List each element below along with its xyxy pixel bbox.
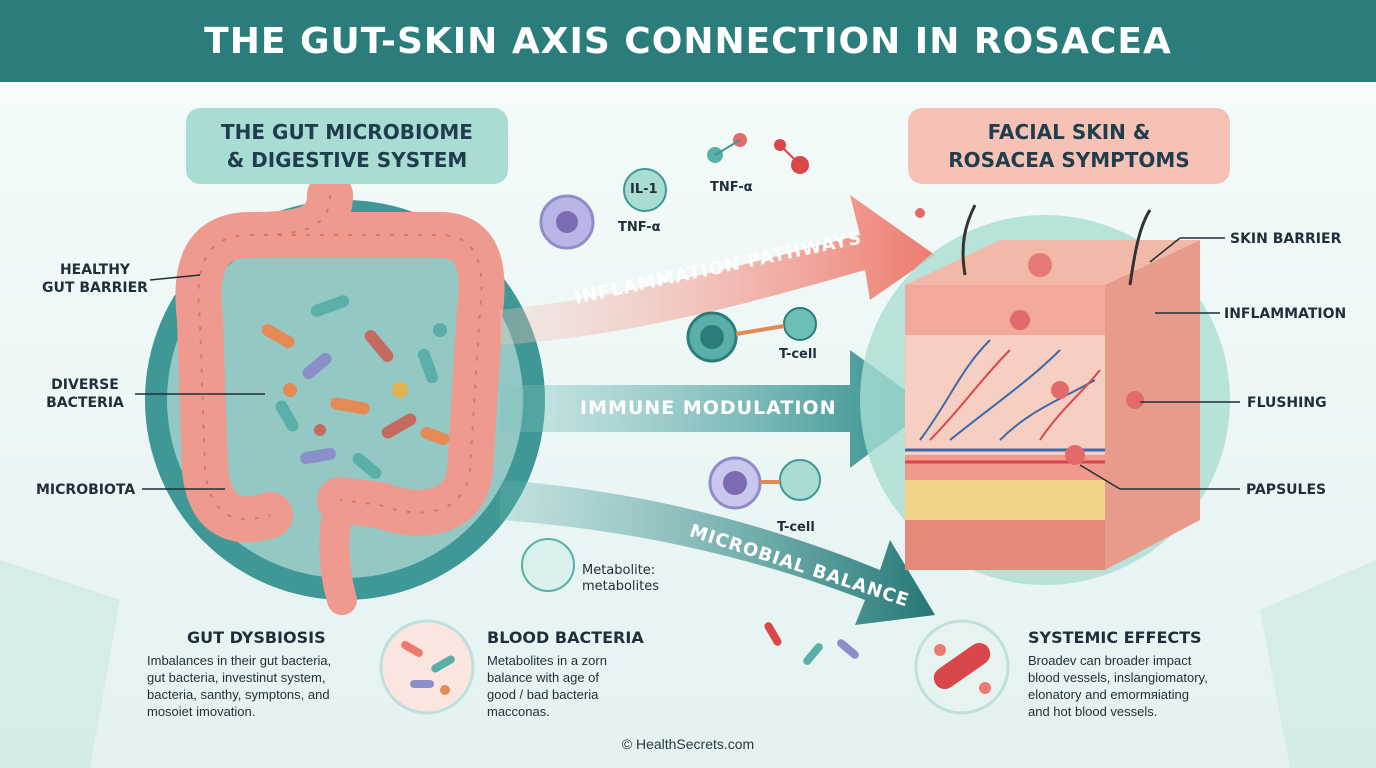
- page-title: THE GUT-SKIN AXIS CONNECTION IN ROSACEA: [204, 20, 1172, 62]
- label-papsules: PAPSULES: [1246, 482, 1327, 498]
- footer-copyright: © HealthSecrets.com: [621, 736, 755, 752]
- label-skin-barrier: SKIN BARRIER: [1230, 231, 1342, 247]
- gut-dysbiosis-title: GUT DYSBIOSIS: [187, 628, 326, 647]
- skin-title-line2: ROSACEA SYMPTOMS: [948, 148, 1190, 172]
- arrow-immune: [500, 350, 930, 468]
- corner-facet-right: [1260, 560, 1376, 768]
- gut-title-line2: & DIGESTIVE SYSTEM: [226, 148, 468, 172]
- label-diverse-bacteria: DIVERSE BACTERIA: [46, 377, 124, 411]
- label-tcell-1: T-cell: [779, 347, 817, 362]
- gut-title-line1: THE GUT MICROBIOME: [221, 120, 473, 144]
- label-metabolite: Metabolite: metabolites: [582, 563, 660, 594]
- bottom-icons: [379, 619, 1010, 715]
- gut-illustration: [135, 172, 545, 615]
- bacteria-cluster: [261, 295, 450, 480]
- skin-panel-title: FACIAL SKIN & ROSACEA SYMPTOMS: [908, 108, 1230, 184]
- label-inflammation: INFLAMMATION: [1224, 306, 1347, 322]
- corner-facet-left: [0, 560, 120, 768]
- gut-panel-title: THE GUT MICROBIOME & DIGESTIVE SYSTEM: [186, 108, 508, 184]
- label-tnf-a-1: TNF-α: [618, 220, 661, 235]
- label-microbiota: MICROBIOTA: [36, 482, 136, 498]
- systemic-effects-title: SYSTEMIC EFFECTS: [1028, 628, 1202, 647]
- arrow-label-immune: IMMUNE MODULATION: [580, 397, 837, 419]
- rectum: [319, 485, 357, 615]
- gut-dysbiosis-text: Imbalances in their gut bacteria,gut bac…: [147, 653, 332, 719]
- blood-bacteria-icon: [379, 619, 475, 715]
- skin-top: [905, 240, 1200, 285]
- label-il1: IL-1: [630, 182, 658, 197]
- immune-cells: [521, 133, 925, 592]
- label-healthy-gut-barrier: HEALTHY GUT BARRIER: [42, 262, 148, 296]
- skin-side: [1105, 240, 1200, 570]
- arrow-inflammation: [500, 195, 935, 345]
- title-banner: THE GUT-SKIN AXIS CONNECTION IN ROSACEA: [0, 0, 1376, 82]
- blood-bacteria-title: BLOOD BACTERIA: [487, 628, 644, 647]
- skin-title-line1: FACIAL SKIN &: [987, 120, 1151, 144]
- label-tcell-2: T-cell: [777, 520, 815, 535]
- label-flushing: FLUSHING: [1247, 395, 1327, 411]
- arrow-microbial: [500, 480, 935, 625]
- label-tnf-a-2: TNF-α: [710, 180, 753, 195]
- skin-illustration: [860, 204, 1240, 585]
- fat-layer: [905, 480, 1105, 520]
